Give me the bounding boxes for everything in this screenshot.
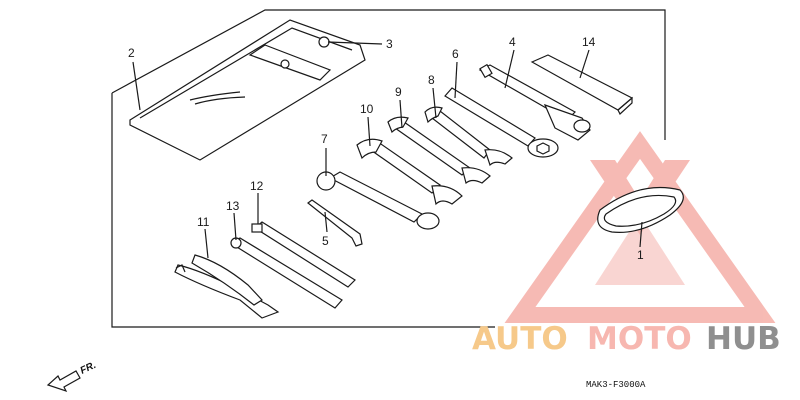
callout-10: 10 <box>360 102 374 116</box>
tool-case <box>530 54 634 115</box>
callout-13: 13 <box>226 199 240 213</box>
callout-8: 8 <box>428 73 435 87</box>
box-wrench <box>444 87 559 158</box>
open-wrench-10 <box>356 138 463 206</box>
callout-labels: 1 2 3 4 5 6 7 8 9 10 11 12 13 14 <box>128 35 644 262</box>
rubber-band <box>597 187 684 233</box>
callout-5: 5 <box>322 234 329 248</box>
callout-11: 11 <box>197 215 210 229</box>
callout-1: 1 <box>637 248 644 262</box>
watermark-moto: MOTO <box>587 321 692 357</box>
watermark-hub: HUB <box>706 321 781 357</box>
kit-outline <box>111 9 666 328</box>
callout-6: 6 <box>452 47 459 61</box>
callout-4: 4 <box>509 35 516 49</box>
watermark-text: AUTO MOTO HUB <box>472 321 781 357</box>
callout-3: 3 <box>386 37 393 51</box>
leader-lines <box>132 41 643 259</box>
callout-14: 14 <box>582 35 596 49</box>
callout-2: 2 <box>128 46 135 60</box>
spark-plug-wrench <box>478 63 591 141</box>
pliers <box>174 254 280 319</box>
screwdriver-handle <box>251 221 356 288</box>
front-direction-arrow: FR. <box>46 360 98 393</box>
callout-7: 7 <box>321 132 328 146</box>
watermark-logo <box>504 131 776 323</box>
hex-key <box>307 199 363 247</box>
callout-12: 12 <box>250 179 264 193</box>
combination-wrench <box>316 171 440 230</box>
watermark-auto: AUTO <box>472 321 568 357</box>
callout-9: 9 <box>395 85 402 99</box>
tool-bag <box>129 19 366 161</box>
diagram-code: MAK3-F3000A <box>586 380 646 390</box>
open-wrench-9 <box>387 116 491 185</box>
direction-label: FR. <box>79 360 98 377</box>
open-wrench-8 <box>424 106 513 167</box>
